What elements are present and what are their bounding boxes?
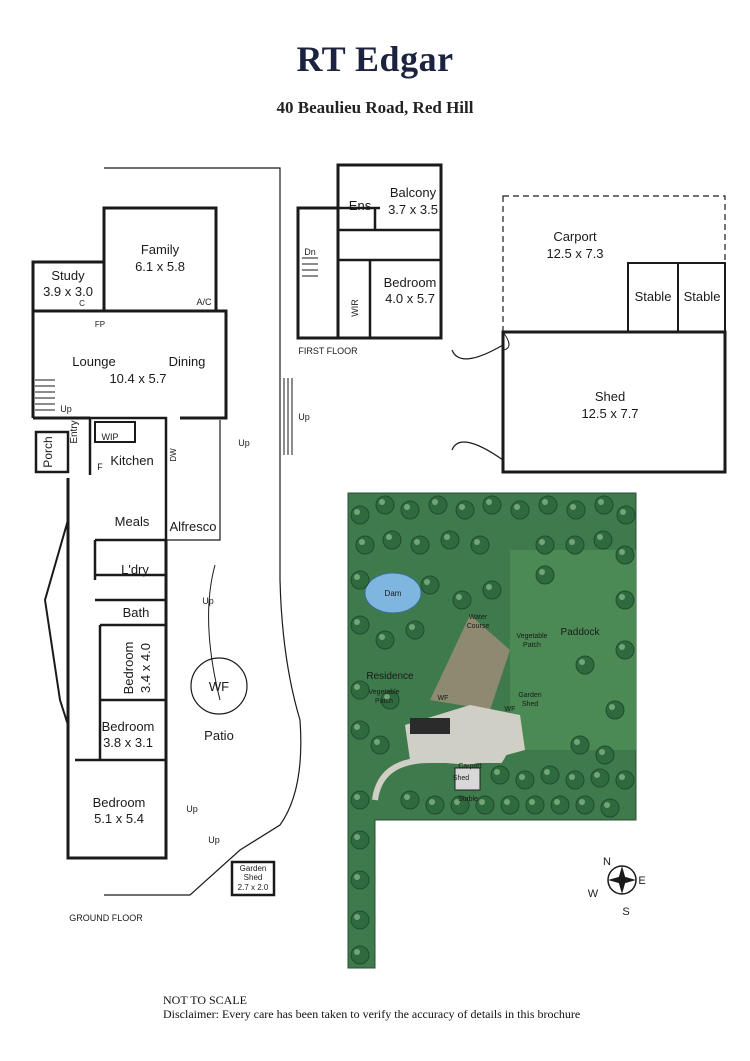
compass-w: W (588, 888, 599, 900)
site-veg-patch-2a: Vegetable (516, 633, 547, 640)
first-floor-plan (296, 163, 443, 340)
outbuildings-plan (451, 195, 727, 474)
room-wir-name: WIR (350, 299, 360, 317)
carport-name: Carport (553, 229, 597, 244)
ground-floor-plan (31, 167, 302, 897)
outbuildings-labels: Carport 12.5 x 7.3 Stable Stable Shed 12… (546, 229, 720, 421)
room-meals-name: Meals (115, 514, 150, 529)
compass-e: E (638, 875, 645, 887)
mark-down: Dn (304, 247, 316, 257)
room-kitchen-name: Kitchen (110, 453, 153, 468)
room-bedroom1-name: Bedroom (93, 795, 146, 810)
garden-shed-size: 2.7 x 2.0 (238, 883, 269, 892)
compass-n: N (603, 856, 611, 868)
mark-up-2: Up (238, 438, 250, 448)
mark-up-3: Up (298, 412, 310, 422)
room-wip-name: WIP (102, 432, 119, 442)
compass-s: S (622, 906, 629, 918)
stable-1-name: Stable (635, 289, 672, 304)
room-study-size: 3.9 x 3.0 (43, 284, 93, 299)
mark-up-4: Up (202, 596, 214, 606)
site-veg-patch-1b: Patch (375, 698, 393, 705)
room-lounge-name: Lounge (72, 354, 115, 369)
room-lounge-size: 10.4 x 5.7 (109, 371, 166, 386)
first-floor-labels: Ens Balcony 3.7 x 3.5 Bedroom 4.0 x 5.7 … (298, 185, 438, 356)
site-wf-1: WF (438, 695, 449, 702)
room-family-size: 6.1 x 5.8 (135, 259, 185, 274)
site-water-course-1: Water (469, 614, 488, 621)
room-dining-name: Dining (169, 354, 206, 369)
mark-up-1: Up (60, 404, 72, 414)
site-veg-patch-1a: Vegetable (368, 689, 399, 696)
water-feature-label: WF (209, 679, 229, 694)
room-study-name: Study (51, 268, 85, 283)
room-bedroom2-size: 3.4 x 4.0 (138, 643, 153, 693)
room-bedroom3-size: 3.8 x 3.1 (103, 735, 153, 750)
room-upper-bedroom-size: 4.0 x 5.7 (385, 291, 435, 306)
mark-fridge: F (97, 462, 103, 472)
shed-name: Shed (595, 389, 625, 404)
site-plan: Dam Water Course Vegetable Patch Paddock… (347, 492, 637, 969)
room-alfresco-name: Alfresco (170, 519, 217, 534)
room-upper-bedroom-name: Bedroom (384, 275, 437, 290)
garden-shed-name-2: Shed (244, 873, 263, 882)
brand-logo: RT Edgar (296, 39, 454, 79)
stable-2-name: Stable (684, 289, 721, 304)
mark-dishwasher: DW (169, 448, 178, 462)
room-entry-name: Entry (69, 420, 80, 443)
mark-air-con: A/C (196, 297, 212, 307)
ground-floor-title: GROUND FLOOR (69, 913, 143, 923)
room-bath-name: Bath (123, 605, 150, 620)
site-garden-shed-a: Garden (518, 692, 541, 699)
room-laundry-name: L'dry (121, 562, 149, 577)
site-veg-patch-2b: Patch (523, 642, 541, 649)
site-wf-2: WF (505, 706, 516, 713)
room-family-name: Family (141, 242, 180, 257)
property-address: 40 Beaulieu Road, Red Hill (276, 98, 474, 117)
site-shed-label: Shed (453, 775, 469, 782)
site-garden-shed-b: Shed (522, 701, 538, 708)
site-residence-label: Residence (366, 671, 414, 682)
room-balcony-name: Balcony (390, 185, 437, 200)
site-dam-label: Dam (385, 589, 402, 598)
patio-label: Patio (204, 728, 234, 743)
disclaimer-text: Disclaimer: Every care has been taken to… (163, 1007, 581, 1021)
room-bedroom1-size: 5.1 x 5.4 (94, 811, 144, 826)
shed-size: 12.5 x 7.7 (581, 406, 638, 421)
site-stable-label: Stable (458, 796, 478, 803)
first-floor-title: FIRST FLOOR (298, 346, 358, 356)
not-to-scale-note: NOT TO SCALE (163, 993, 248, 1007)
room-ensuite-name: Ens (349, 198, 372, 213)
room-balcony-size: 3.7 x 3.5 (388, 202, 438, 217)
ground-floor-labels: Family 6.1 x 5.8 Study 3.9 x 3.0 Lounge … (41, 242, 310, 923)
site-paddock-label: Paddock (561, 627, 601, 638)
mark-up-6: Up (208, 835, 220, 845)
mark-fireplace: FP (95, 320, 105, 329)
site-water-course-2: Course (467, 623, 490, 630)
garden-shed-name-1: Garden (240, 864, 267, 873)
room-bedroom2-name: Bedroom (121, 642, 136, 695)
site-carport-label: Carport (458, 763, 481, 770)
compass-rose: N E S W (588, 856, 646, 918)
mark-cupboard: C (79, 299, 85, 308)
mark-up-5: Up (186, 804, 198, 814)
room-bedroom3-name: Bedroom (102, 719, 155, 734)
room-porch-name: Porch (41, 436, 55, 467)
carport-size: 12.5 x 7.3 (546, 246, 603, 261)
